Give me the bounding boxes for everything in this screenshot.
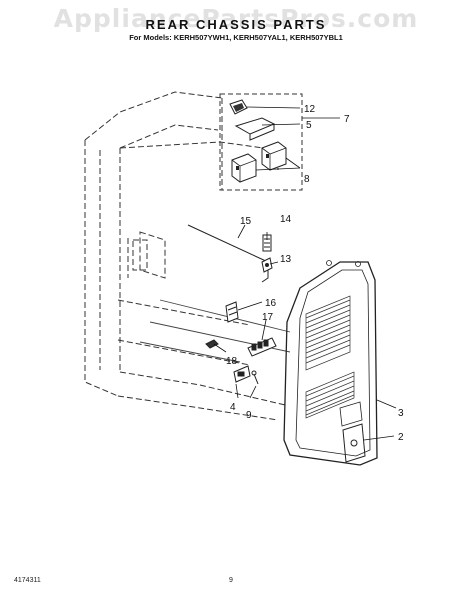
- callout-17: 17: [262, 312, 274, 323]
- part-15-rod: [187, 224, 269, 283]
- callout-3: 3: [398, 408, 404, 419]
- callout-15: 15: [240, 216, 252, 227]
- part-13-clip: [261, 257, 273, 273]
- part-9-screw: [251, 370, 259, 385]
- rear-panel-vent-upper: [305, 295, 351, 371]
- callout-13: 13: [280, 254, 292, 265]
- callout-18: 18: [226, 356, 238, 367]
- range-body-edges: [139, 299, 291, 363]
- model-list: For Models: KERH507YWH1, KERH507YAL1, KE…: [129, 33, 343, 42]
- callout-16: 16: [265, 298, 277, 309]
- callout-4: 4: [230, 402, 236, 413]
- callout-12: 12: [304, 104, 316, 115]
- document-number: 4174311: [14, 577, 41, 584]
- part-16-bracket: [225, 301, 239, 323]
- page-number: 9: [229, 577, 233, 584]
- callout-9: 9: [246, 410, 252, 421]
- callout-7: 7: [344, 114, 350, 125]
- terminal-block-kit-box: [219, 93, 303, 191]
- page-title: REAR CHASSIS PARTS: [145, 17, 327, 32]
- callout-8: 8: [304, 174, 310, 185]
- callout-2: 2: [398, 432, 404, 443]
- callout-5: 5: [306, 120, 312, 131]
- rear-panel-vent-lower: [305, 371, 355, 419]
- watermark: AppliancePartsPros.com: [53, 4, 419, 33]
- part-4-block: [233, 365, 251, 383]
- leader-lines: [213, 106, 397, 441]
- access-cover: [339, 401, 366, 463]
- rear-panel: [283, 260, 378, 466]
- part-17-terminal-block: [247, 337, 277, 357]
- part-18-screw: [205, 339, 219, 349]
- callout-14: 14: [280, 214, 292, 225]
- callout-numbers: 12 5 7 8 15 14 13 16 17 18 4 9 3 2: [226, 104, 404, 443]
